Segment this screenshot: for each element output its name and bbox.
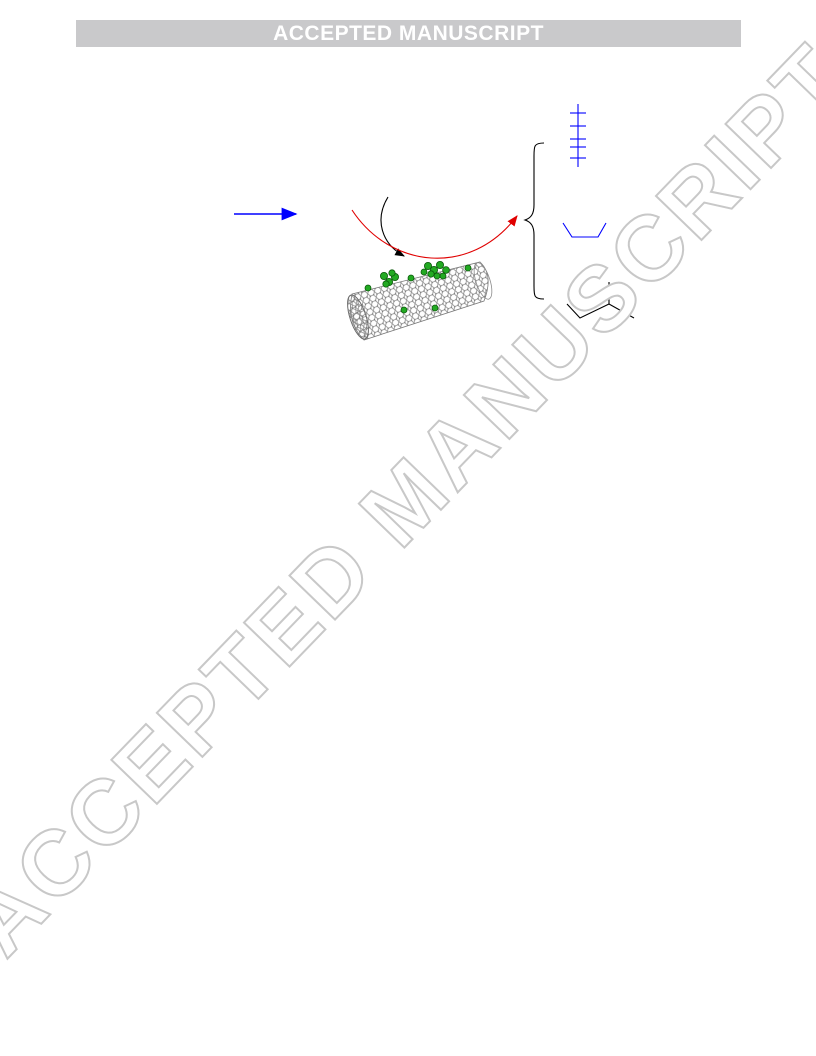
alkene-structure [562,222,607,238]
carbon-nanotube [347,261,493,341]
black-reactant-arrow [380,196,405,257]
linear-alkane-structure [570,104,586,167]
metal-nanoparticles [364,260,472,314]
accepted-manuscript-banner: ACCEPTED MANUSCRIPT [76,20,741,47]
banner-text: ACCEPTED MANUSCRIPT [273,21,544,45]
products-brace [523,142,545,300]
red-product-arrow [351,209,518,259]
branched-alkane-structure [566,303,635,319]
